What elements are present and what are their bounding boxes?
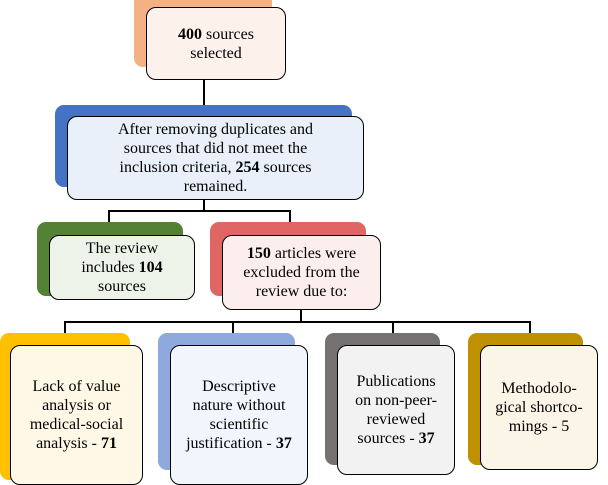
count: 254 — [235, 159, 260, 176]
box-descriptive: Descriptive nature without scientific ju… — [170, 345, 308, 485]
box-text: 400 sources selected — [153, 25, 279, 63]
label: Descriptive nature without scientific ju… — [186, 378, 286, 452]
label: sources selected — [190, 25, 254, 62]
box-text: Descriptive nature without scientific ju… — [181, 377, 297, 453]
box-non-peer-reviewed: Publications on non-peer-reviewed source… — [337, 345, 455, 475]
box-sources-remaining: After removing duplicates and sources th… — [67, 116, 364, 200]
box-sources-selected: 400 sources selected — [146, 7, 286, 80]
box-text: 150 articles were excluded from the revi… — [235, 244, 368, 301]
label: After removing duplicates and sources th… — [117, 121, 314, 176]
label: The review includes — [81, 240, 159, 276]
count: 37 — [418, 430, 435, 447]
label: sources — [98, 278, 146, 295]
connector — [64, 321, 531, 323]
connector — [203, 80, 205, 116]
label: Publications on non-peer-reviewed source… — [355, 373, 437, 447]
connector — [108, 210, 291, 212]
box-text: Publications on non-peer-reviewed source… — [348, 372, 444, 448]
connector — [300, 310, 302, 322]
box-text: Lack of value analysis or medical-social… — [21, 377, 132, 453]
connector — [203, 200, 205, 211]
box-methodological: Methodolo-gical shortco-mings - 5 — [480, 345, 598, 470]
count: 71 — [100, 435, 117, 452]
count: 400 — [178, 25, 202, 43]
count: 104 — [138, 259, 163, 276]
box-included: The review includes 104 sources — [49, 235, 195, 300]
label: articles were excluded from the review d… — [243, 245, 360, 300]
box-excluded: 150 articles were excluded from the revi… — [222, 235, 381, 310]
label: Methodolo-gical shortco-mings - 5 — [495, 380, 583, 435]
label: sources remained. — [183, 159, 312, 195]
count: 150 — [246, 245, 271, 262]
label: Lack of value analysis or medical-social… — [29, 378, 124, 452]
box-text: The review includes 104 sources — [64, 239, 180, 296]
count: 37 — [275, 435, 292, 452]
box-lack-of-value: Lack of value analysis or medical-social… — [10, 345, 143, 485]
box-text: After removing duplicates and sources th… — [96, 120, 335, 196]
